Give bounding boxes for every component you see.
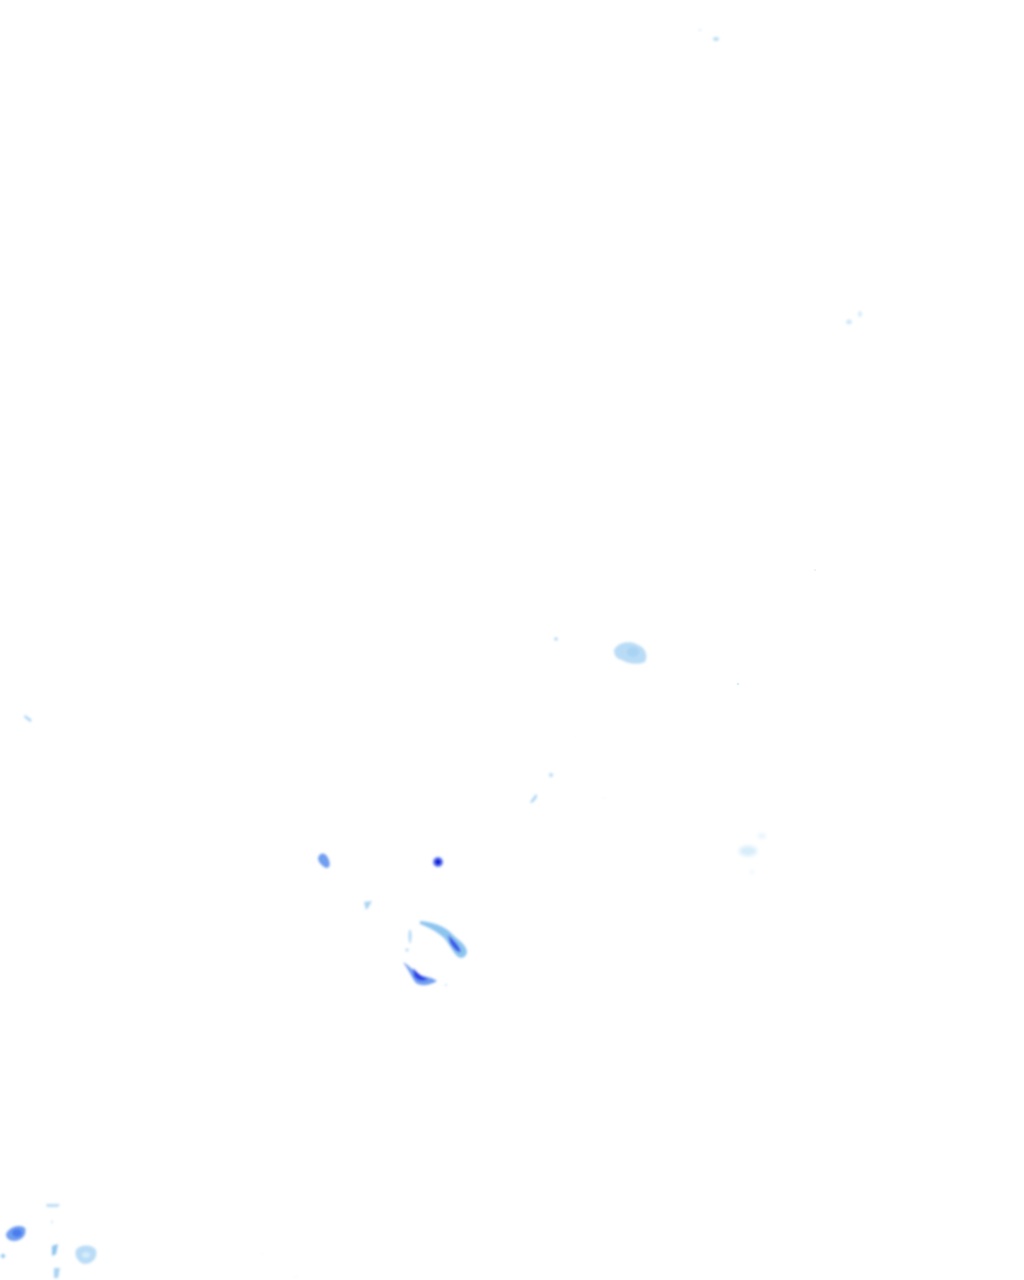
rain-speck-right-mid <box>736 569 816 686</box>
rain-speck-southwest <box>364 901 372 910</box>
rain-cell-west <box>318 853 330 868</box>
rain-cell-center <box>554 637 647 664</box>
rain-cell-top-right <box>698 29 719 41</box>
rain-streak-center <box>530 731 605 803</box>
rain-core-intense <box>433 857 443 867</box>
rain-speck-left <box>24 715 32 722</box>
rain-cell-right-upper <box>846 311 862 325</box>
rain-cell-arc <box>403 921 467 986</box>
rain-cell-bottom-left <box>1 1204 297 1278</box>
rain-cell-right-center <box>739 833 766 874</box>
